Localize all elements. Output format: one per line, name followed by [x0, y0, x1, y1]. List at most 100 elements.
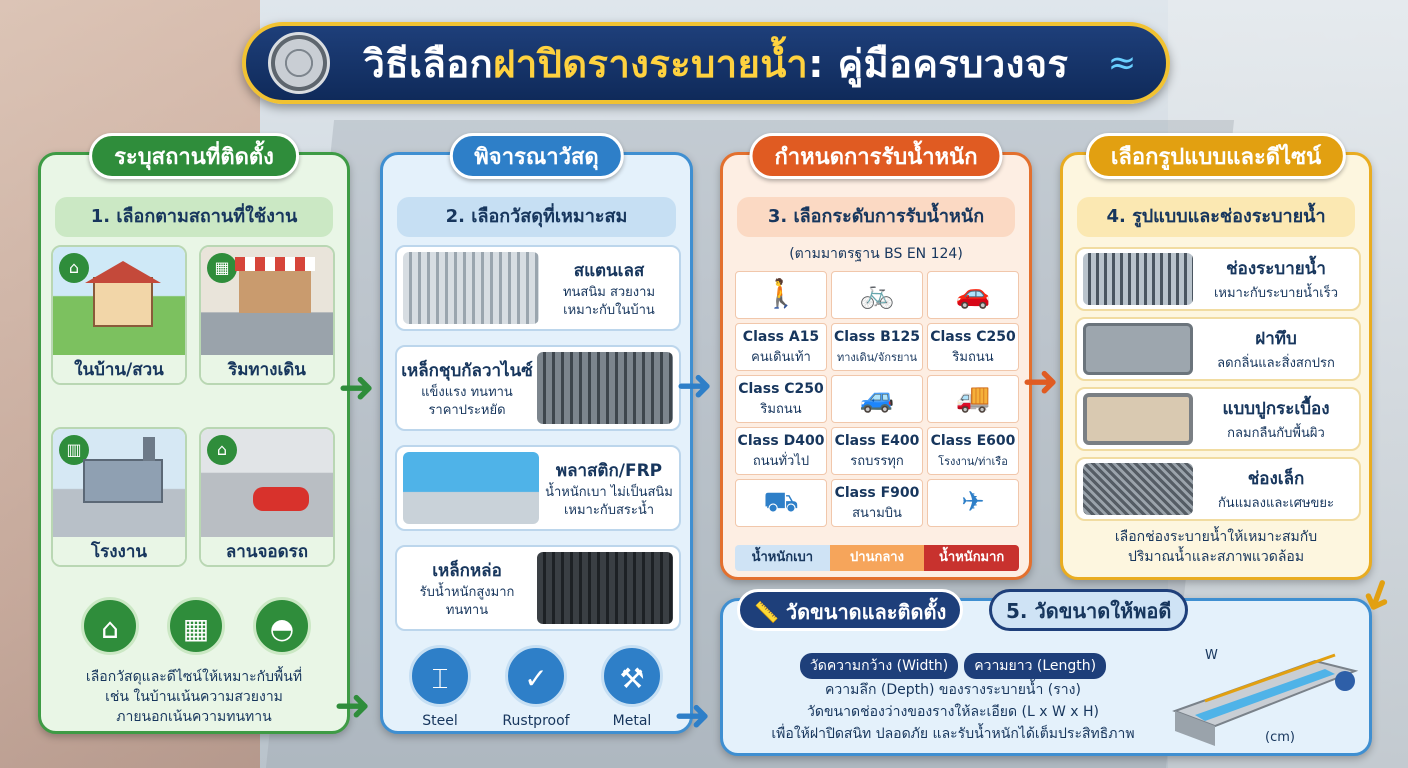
width-pill: วัดความกว้าง (Width)	[799, 653, 959, 679]
airplane-icon: ✈	[927, 479, 1019, 527]
house-illustration	[93, 277, 153, 327]
material-name: สแตนเลส	[573, 260, 645, 281]
shop-awning	[235, 257, 315, 271]
factory-building	[83, 459, 163, 503]
load-standard: (ตามมาตรฐาน BS EN 124)	[789, 246, 963, 262]
truck-icon: 🚚	[927, 375, 1019, 423]
material-subtitle: 2. เลือกวัสดุที่เหมาะสม	[397, 197, 676, 237]
dimension-w: W	[1205, 648, 1218, 663]
ruler-icon: 📏	[754, 600, 779, 624]
design-subtitle: 4. รูปแบบและช่องระบายน้ำ	[1077, 197, 1355, 237]
home-icon: ⌂	[59, 253, 89, 283]
water-splash-icon: ≈	[1107, 43, 1137, 83]
parking-scene: ⌂	[201, 429, 333, 537]
location-tab: ระบุสถานที่ติดตั้ง	[89, 133, 299, 179]
pedestrian-icon: 🚶	[735, 271, 827, 319]
steel-beam-icon: ⌶	[409, 645, 471, 707]
page-title-banner: วิธีเลือกฝาปิดรางระบายน้ำ: คู่มือครบวงจร…	[242, 22, 1170, 104]
page-title: วิธีเลือกฝาปิดรางระบายน้ำ: คู่มือครบวงจร	[330, 33, 1102, 94]
location-note-line3: ภายนอกเน้นความทนทาน	[116, 709, 272, 725]
rustproof-item: ✓ Rustproof	[497, 645, 575, 729]
slotted-grate-image	[1083, 253, 1193, 305]
tile-cover-image	[1083, 393, 1193, 445]
load-panel: กำหนดการรับน้ำหนัก 3. เลือกระดับการรับน้…	[720, 133, 1032, 580]
design-desc: ลดกลิ่นและสิ่งสกปรก	[1217, 356, 1335, 371]
material-text: สแตนเลส ทนสนิม สวยงาม เหมาะกับในบ้าน	[539, 257, 679, 320]
wrench-icon: ⚒	[601, 645, 663, 707]
length-pill: ความยาว (Length)	[964, 653, 1107, 679]
arrow-right-icon: ➜	[338, 362, 375, 413]
location-label: ในบ้าน/สวน	[53, 355, 185, 383]
design-text: ช่องเล็กกันแมลงและเศษขยะ	[1193, 465, 1359, 513]
design-tab: เลือกรูปแบบและดีไซน์	[1085, 133, 1347, 179]
store-icon: ▦	[167, 597, 225, 655]
steel-label: Steel	[422, 713, 458, 729]
design-card-slotted: ช่องระบายน้ำเหมาะกับระบายน้ำเร็ว	[1075, 247, 1361, 311]
trench-water	[1195, 669, 1335, 721]
material-panel: พิจารณาวัสดุ 2. เลือกวัสดุที่เหมาะสม สแต…	[380, 133, 693, 734]
material-desc: แข็งแรง ทนทาน	[421, 384, 513, 400]
design-card-tile: แบบปูกระเบื้องกลมกลืนกับพื้นผิว	[1075, 387, 1361, 451]
arrow-right-icon: ➜	[334, 680, 371, 731]
title-part3: : คู่มือครบวงจร	[808, 41, 1069, 86]
material-name: พลาสติก/FRP	[555, 460, 663, 481]
material-text: เหล็กชุบกัลวาไนซ์ แข็งแรง ทนทาน ราคาประห…	[397, 357, 537, 420]
measure-tab-label: วัดขนาดและติดตั้ง	[785, 600, 947, 624]
design-desc: กันแมลงและเศษขยะ	[1217, 496, 1335, 511]
material-desc: เหมาะกับสระน้ำ	[563, 502, 655, 518]
metal-label: Metal	[612, 713, 652, 729]
measure-body: วัดความกว้าง (Width)ความยาว (Length) ควา…	[743, 653, 1163, 745]
design-text: ฝาทึบลดกลิ่นและสิ่งสกปรก	[1193, 325, 1359, 373]
material-desc: รับน้ำหนักสูงมาก	[419, 584, 515, 600]
design-card-mesh: ช่องเล็กกันแมลงและเศษขยะ	[1075, 457, 1361, 521]
design-panel: เลือกรูปแบบและดีไซน์ 4. รูปแบบและช่องระบ…	[1060, 133, 1372, 580]
forklift-icon: ⛟	[735, 479, 827, 527]
location-label: โรงงาน	[53, 537, 185, 565]
material-desc: ทนทาน	[445, 602, 489, 618]
sidewalk-scene: ▦	[201, 247, 333, 355]
location-panel: ระบุสถานที่ติดตั้ง 1. เลือกตามสถานที่ใช้…	[38, 133, 350, 734]
title-part1: วิธีเลือก	[363, 41, 494, 86]
shield-check-icon: ✓	[505, 645, 567, 707]
material-icon-row: ⌶ Steel ✓ Rustproof ⚒ Metal	[401, 645, 671, 729]
sedan-icon: 🚙	[831, 375, 923, 423]
worker-figure	[1335, 671, 1355, 691]
material-desc: น้ำหนักเบา ไม่เป็นสนิม	[545, 484, 673, 500]
load-scale-bar: น้ำหนักเบา ปานกลาง น้ำหนักมาก	[735, 545, 1019, 571]
bicycle-icon: 🚲	[831, 271, 923, 319]
shop-icon: ▦	[207, 253, 237, 283]
scale-heavy: น้ำหนักมาก	[924, 545, 1019, 571]
material-card-galvanized: เหล็กชุบกัลวาไนซ์ แข็งแรง ทนทาน ราคาประห…	[395, 345, 681, 431]
measure-line3: เพื่อให้ฝาปิดสนิท ปลอดภัย และรับน้ำหนักไ…	[771, 726, 1135, 742]
material-text: พลาสติก/FRP น้ำหนักเบา ไม่เป็นสนิม เหมาะ…	[539, 457, 679, 520]
dimension-unit: (cm)	[1265, 730, 1295, 745]
galvanized-grate-image	[537, 352, 673, 424]
material-card-plastic: พลาสติก/FRP น้ำหนักเบา ไม่เป็นสนิม เหมาะ…	[395, 445, 681, 531]
arrow-right-icon: ➜	[1022, 356, 1059, 407]
title-part2: ฝาปิดรางระบายน้ำ	[493, 41, 809, 86]
design-text: ช่องระบายน้ำเหมาะกับระบายน้ำเร็ว	[1193, 255, 1359, 303]
cast-iron-grate-image	[537, 552, 673, 624]
shop-front	[239, 271, 311, 313]
design-desc: เหมาะกับระบายน้ำเร็ว	[1213, 286, 1339, 301]
design-text: แบบปูกระเบื้องกลมกลืนกับพื้นผิว	[1193, 395, 1359, 443]
solid-cover-image	[1083, 323, 1193, 375]
design-name: ช่องเล็ก	[1247, 469, 1305, 489]
trench-diagram: W (cm)	[1172, 648, 1359, 746]
material-card-cast-iron: เหล็กหล่อ รับน้ำหนักสูงมาก ทนทาน	[395, 545, 681, 631]
pool-grate-image	[403, 452, 539, 524]
arrow-right-icon: ➜	[676, 360, 713, 411]
car-icon: 🚗	[927, 271, 1019, 319]
design-card-solid: ฝาทึบลดกลิ่นและสิ่งสกปรก	[1075, 317, 1361, 381]
measure-step-tab: 5. วัดขนาดให้พอดี	[989, 589, 1189, 631]
location-card-parking: ⌂ ลานจอดรถ	[199, 427, 335, 567]
location-subtitle: 1. เลือกตามสถานที่ใช้งาน	[55, 197, 333, 237]
measure-line2: วัดขนาดช่องว่างของรางให้ละเอียด (L x W x…	[807, 704, 1099, 720]
metal-item: ⚒ Metal	[593, 645, 671, 729]
load-tab: กำหนดการรับน้ำหนัก	[749, 133, 1003, 179]
rustproof-label: Rustproof	[502, 713, 570, 729]
